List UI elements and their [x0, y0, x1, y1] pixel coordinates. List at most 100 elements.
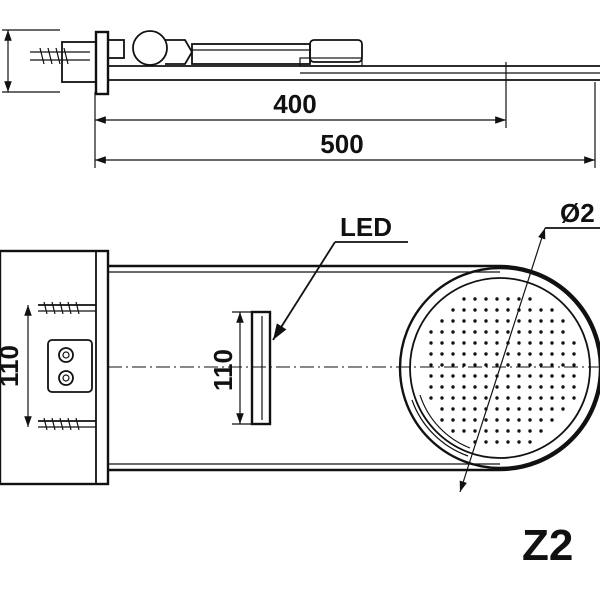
- mount-height-dim-text: 110: [0, 345, 24, 387]
- nozzle-dot: [528, 385, 532, 389]
- nozzle-dot: [550, 418, 554, 422]
- nozzle-dot: [517, 319, 521, 323]
- nozzle-dot: [528, 308, 532, 312]
- nozzle-dot: [572, 352, 576, 356]
- nozzle-dot: [528, 341, 532, 345]
- nozzle-dot: [484, 374, 488, 378]
- nozzle-dot: [561, 319, 565, 323]
- nozzle-dot: [561, 352, 565, 356]
- dim-400-text: 400: [273, 89, 316, 119]
- model-label: Z2: [522, 521, 573, 570]
- side-joint-neck: [165, 39, 194, 65]
- nozzle-dot: [539, 418, 543, 422]
- nozzle-dot: [539, 363, 543, 367]
- nozzle-dot: [440, 374, 444, 378]
- nozzle-dot: [561, 396, 565, 400]
- nozzle-dot: [539, 319, 543, 323]
- nozzle-dot: [572, 341, 576, 345]
- nozzle-dot: [528, 418, 532, 422]
- nozzle-dot: [517, 407, 521, 411]
- nozzle-dot: [550, 352, 554, 356]
- nozzle-dot: [451, 429, 455, 433]
- nozzle-dot: [517, 429, 521, 433]
- nozzle-dot: [484, 396, 488, 400]
- nozzle-dot: [506, 429, 510, 433]
- nozzle-dot: [473, 330, 477, 334]
- nozzle-dot: [550, 407, 554, 411]
- nozzle-dot: [451, 374, 455, 378]
- side-screw-threads: [39, 47, 69, 65]
- nozzle-dot: [495, 308, 499, 312]
- nozzle-dot: [462, 407, 466, 411]
- nozzle-dot: [429, 385, 433, 389]
- nozzle-dot: [484, 363, 488, 367]
- nozzle-dot: [539, 407, 543, 411]
- nozzle-dot: [462, 418, 466, 422]
- nozzle-dot: [561, 385, 565, 389]
- nozzle-dot: [539, 374, 543, 378]
- shower-nozzles: [429, 297, 576, 444]
- nozzle-dot: [561, 330, 565, 334]
- nozzle-dot: [429, 341, 433, 345]
- nozzle-dot: [462, 341, 466, 345]
- top-connector-block: [47, 339, 93, 393]
- nozzle-dot: [561, 341, 565, 345]
- nozzle-dot: [484, 330, 488, 334]
- nozzle-dot: [517, 341, 521, 345]
- nozzle-dot: [506, 297, 510, 301]
- nozzle-dot: [451, 352, 455, 356]
- nozzle-dot: [440, 352, 444, 356]
- nozzle-dot: [440, 330, 444, 334]
- nozzle-dot: [517, 352, 521, 356]
- nozzle-dot: [561, 363, 565, 367]
- nozzle-dot: [539, 330, 543, 334]
- nozzle-dot: [517, 385, 521, 389]
- nozzle-dot: [462, 385, 466, 389]
- nozzle-dot: [451, 330, 455, 334]
- nozzle-dot: [495, 429, 499, 433]
- nozzle-dot: [550, 319, 554, 323]
- diameter-label: Ø2: [560, 198, 595, 228]
- nozzle-dot: [561, 374, 565, 378]
- nozzle-dot: [528, 363, 532, 367]
- nozzle-dot: [528, 297, 532, 301]
- side-arm: [191, 43, 311, 65]
- nozzle-dot: [473, 429, 477, 433]
- nozzle-dot: [451, 319, 455, 323]
- nozzle-dot: [473, 363, 477, 367]
- side-joint-collar: [107, 39, 125, 59]
- led-leader-line: [272, 241, 336, 341]
- nozzle-dot: [528, 429, 532, 433]
- nozzle-dot: [495, 396, 499, 400]
- top-connector-port-2: [58, 370, 74, 386]
- nozzle-dot: [506, 352, 510, 356]
- nozzle-dot: [495, 440, 499, 444]
- nozzle-dot: [473, 352, 477, 356]
- led-strip: [250, 310, 272, 426]
- nozzle-dot: [473, 407, 477, 411]
- nozzle-dot: [473, 385, 477, 389]
- nozzle-dot: [440, 396, 444, 400]
- nozzle-dot: [517, 396, 521, 400]
- nozzle-dot: [506, 319, 510, 323]
- top-arm-outline: [108, 264, 600, 472]
- nozzle-dot: [506, 385, 510, 389]
- nozzle-dot: [440, 341, 444, 345]
- nozzle-dot: [561, 407, 565, 411]
- nozzle-dot: [539, 385, 543, 389]
- nozzle-dot: [528, 352, 532, 356]
- nozzle-dot: [517, 330, 521, 334]
- nozzle-dot: [451, 363, 455, 367]
- nozzle-dot: [495, 363, 499, 367]
- nozzle-dot: [539, 341, 543, 345]
- nozzle-dot: [484, 418, 488, 422]
- side-joint-ball: [132, 30, 168, 66]
- nozzle-dot: [506, 396, 510, 400]
- nozzle-dot: [484, 429, 488, 433]
- nozzle-dot: [539, 308, 543, 312]
- nozzle-dot: [517, 418, 521, 422]
- nozzle-dot: [539, 352, 543, 356]
- nozzle-dot: [550, 396, 554, 400]
- nozzle-dot: [528, 407, 532, 411]
- nozzle-dot: [473, 308, 477, 312]
